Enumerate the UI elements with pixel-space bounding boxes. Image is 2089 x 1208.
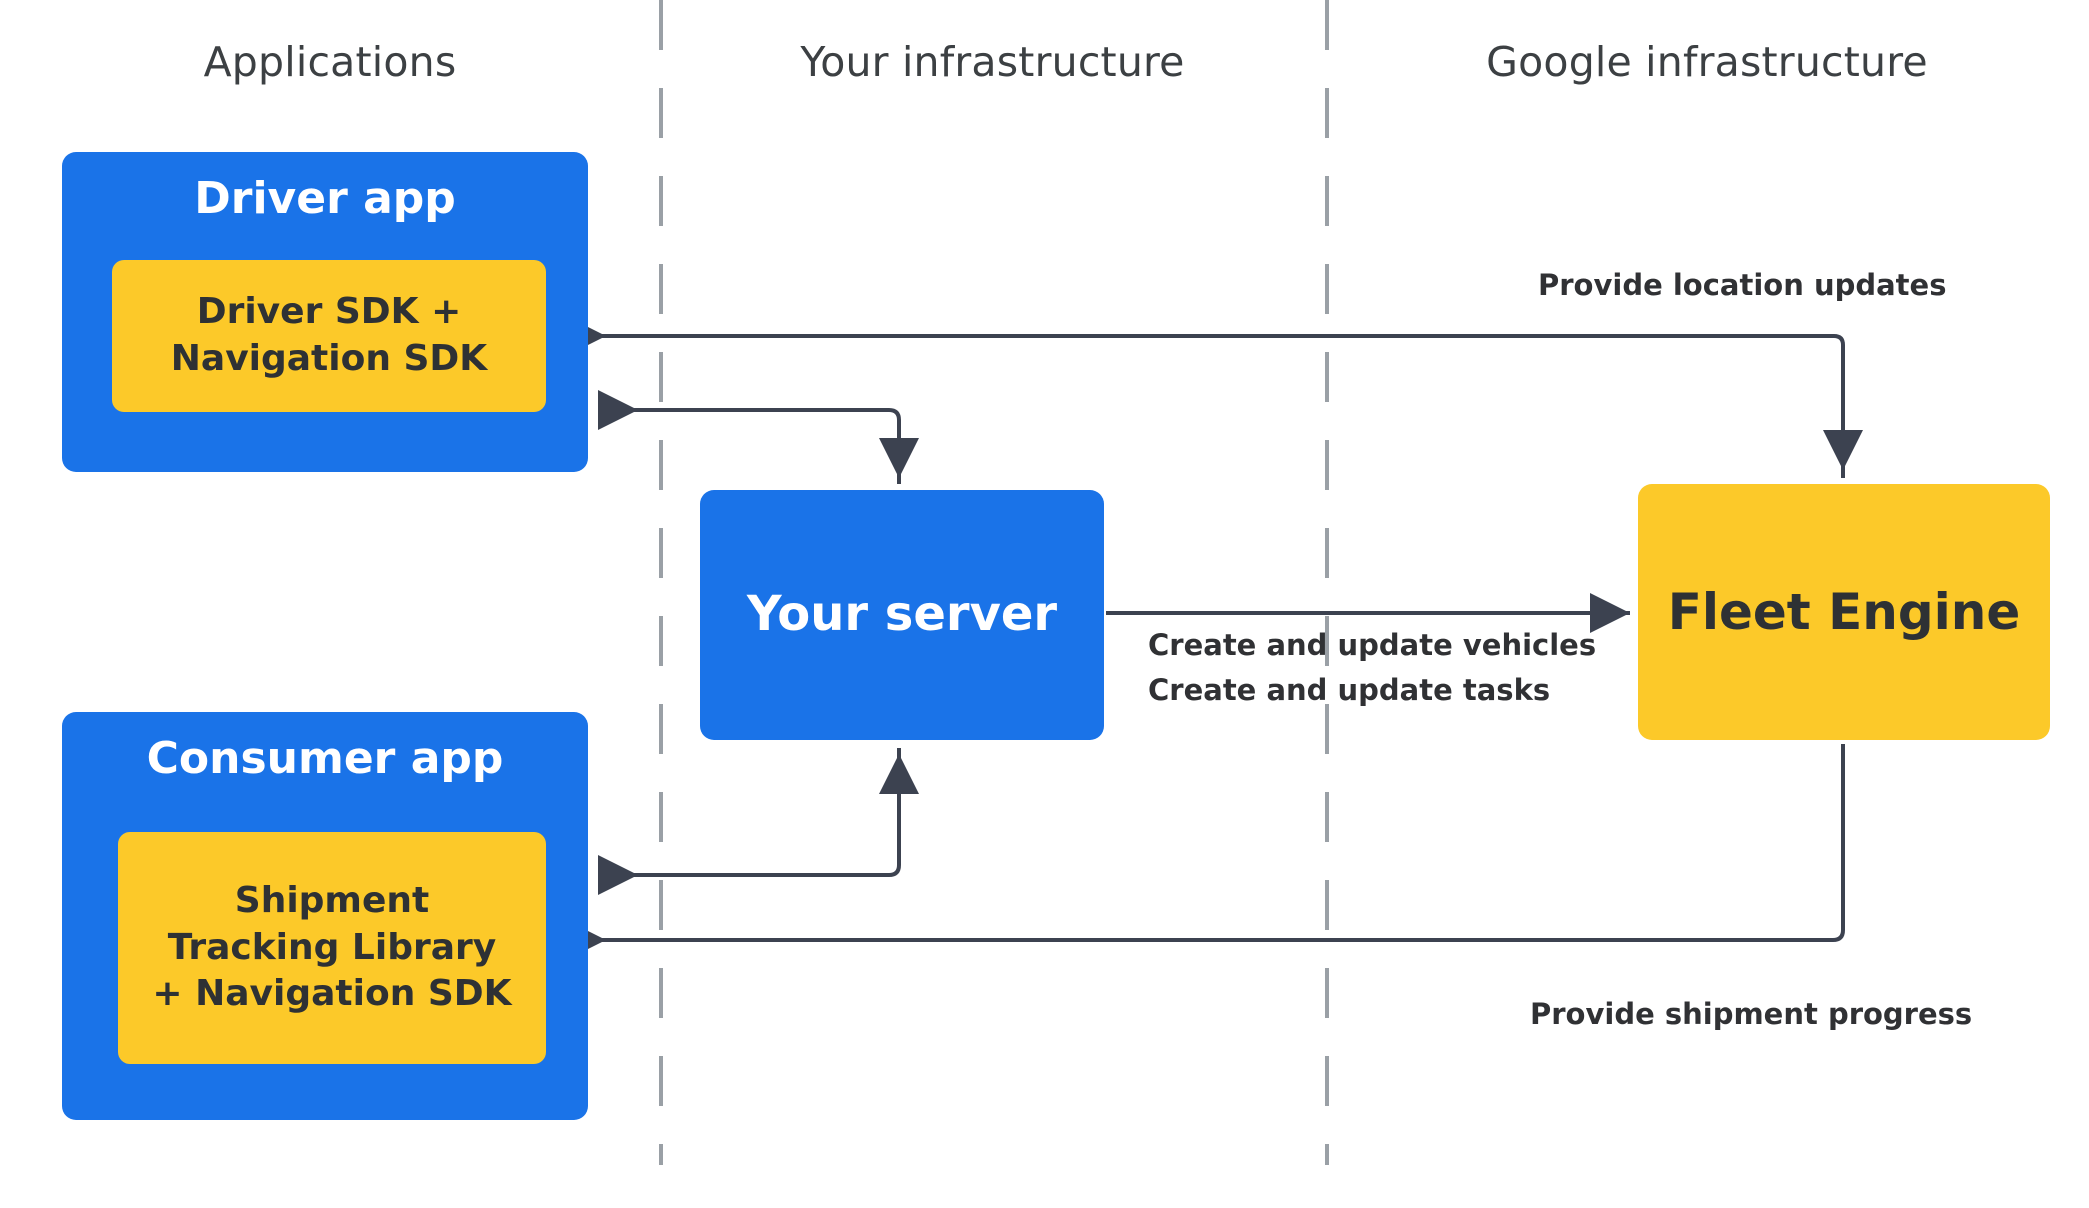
node-your-server[interactable]: Your server: [700, 490, 1104, 740]
edge-label-create-and-update-tasks: Create and update tasks: [1148, 673, 1551, 707]
shipment-chip-text: Shipment Tracking Library + Navigation S…: [136, 878, 527, 1018]
edge-consumer-to-server: [598, 748, 919, 895]
column-header-applications: Applications: [203, 38, 457, 86]
edge-label-provide-location-updates: Provide location updates: [1538, 268, 1947, 302]
column-header-google-infrastructure: Google infrastructure: [1486, 38, 1928, 86]
edge-server-to-driver: [598, 390, 919, 484]
driver-sdk-line-1: Driver SDK +: [196, 291, 462, 333]
edge-fleet-to-driver: [566, 316, 1863, 478]
edge-label-provide-shipment-progress: Provide shipment progress: [1530, 997, 1973, 1031]
driver-sdk-chip-text: Driver SDK + Navigation SDK: [155, 289, 503, 383]
shipment-line-1: Shipment: [234, 879, 430, 921]
node-driver-sdk-chip[interactable]: Driver SDK + Navigation SDK: [112, 260, 546, 412]
consumer-app-title: Consumer app: [146, 733, 504, 784]
shipment-line-3: + Navigation SDK: [152, 973, 512, 1015]
fleet-engine-title: Fleet Engine: [1667, 583, 2021, 641]
column-header-your-infrastructure: Your infrastructure: [800, 38, 1185, 86]
node-fleet-engine[interactable]: Fleet Engine: [1638, 484, 2050, 740]
driver-sdk-line-2: Navigation SDK: [170, 338, 488, 379]
edge-fleet-to-consumer: [566, 744, 1845, 960]
your-server-title: Your server: [746, 586, 1058, 643]
node-shipment-tracking-chip[interactable]: Shipment Tracking Library + Navigation S…: [118, 832, 546, 1064]
edge-label-create-and-update-vehicles: Create and update vehicles: [1148, 628, 1597, 662]
driver-app-title: Driver app: [194, 173, 456, 224]
shipment-line-2: Tracking Library: [167, 926, 497, 968]
